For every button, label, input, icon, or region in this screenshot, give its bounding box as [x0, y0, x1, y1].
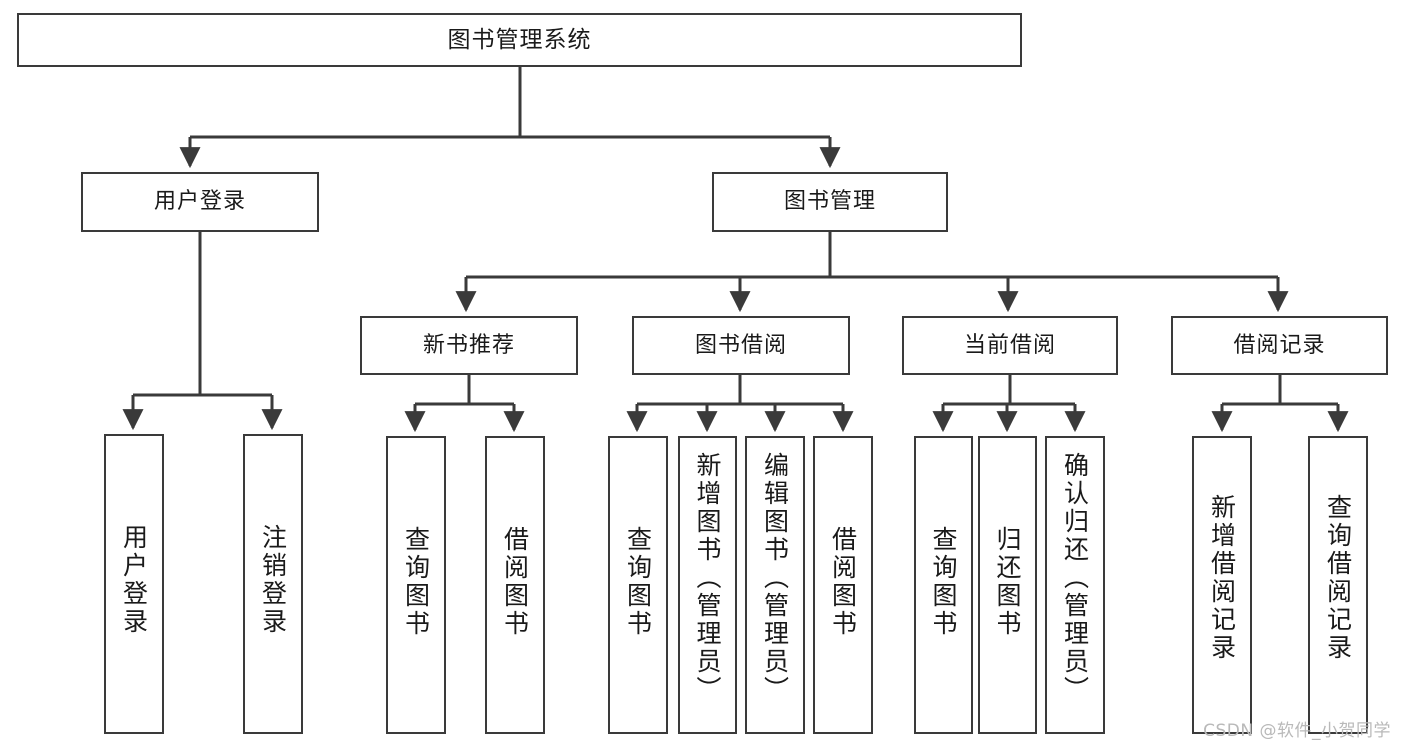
node-label: 新增图书（管理员） [693, 452, 722, 704]
leaf-return-book[interactable]: 归还图书 [978, 436, 1037, 734]
node-label: 借阅图书 [828, 526, 858, 638]
node-user-login[interactable]: 用户登录 [81, 172, 319, 232]
leaf-edit-book[interactable]: 编辑图书（管理员） [745, 436, 805, 734]
node-label: 用户登录 [119, 524, 149, 636]
leaf-query-book-3[interactable]: 查询图书 [914, 436, 973, 734]
node-label: 归还图书 [993, 526, 1022, 638]
node-label: 图书管理系统 [447, 26, 592, 53]
leaf-borrow-book-1[interactable]: 借阅图书 [485, 436, 545, 734]
node-label: 借阅图书 [500, 526, 530, 638]
leaf-add-record[interactable]: 新增借阅记录 [1192, 436, 1252, 734]
node-label: 用户登录 [153, 189, 246, 215]
watermark-text: CSDN @软件_小贺同学 [1203, 721, 1391, 741]
node-label: 编辑图书（管理员） [760, 452, 790, 704]
node-label: 新增借阅记录 [1207, 494, 1237, 662]
leaf-query-book-1[interactable]: 查询图书 [386, 436, 446, 734]
leaf-borrow-book-2[interactable]: 借阅图书 [813, 436, 873, 734]
node-label: 查询图书 [401, 526, 431, 638]
node-label: 当前借阅 [963, 332, 1056, 358]
leaf-confirm-return[interactable]: 确认归还（管理员） [1045, 436, 1105, 734]
leaf-user-login[interactable]: 用户登录 [104, 434, 164, 734]
leaf-logout-login[interactable]: 注销登录 [243, 434, 303, 734]
node-label: 图书管理 [783, 189, 876, 215]
node-label: 新书推荐 [422, 332, 515, 358]
node-label: 查询借阅记录 [1323, 494, 1353, 662]
node-new-book-recommend[interactable]: 新书推荐 [360, 316, 578, 375]
node-current-borrow[interactable]: 当前借阅 [902, 316, 1118, 375]
node-borrow-record[interactable]: 借阅记录 [1171, 316, 1388, 375]
leaf-query-record[interactable]: 查询借阅记录 [1308, 436, 1368, 734]
leaf-query-book-2[interactable]: 查询图书 [608, 436, 668, 734]
node-book-borrow[interactable]: 图书借阅 [632, 316, 850, 375]
node-book-manage[interactable]: 图书管理 [712, 172, 948, 232]
node-label: 查询图书 [929, 526, 958, 638]
node-label: 查询图书 [623, 526, 653, 638]
node-label: 图书借阅 [694, 332, 787, 358]
leaf-add-book[interactable]: 新增图书（管理员） [678, 436, 737, 734]
node-label: 注销登录 [258, 524, 288, 636]
node-root-system[interactable]: 图书管理系统 [17, 13, 1022, 67]
node-label: 借阅记录 [1233, 332, 1326, 358]
node-label: 确认归还（管理员） [1060, 452, 1090, 704]
